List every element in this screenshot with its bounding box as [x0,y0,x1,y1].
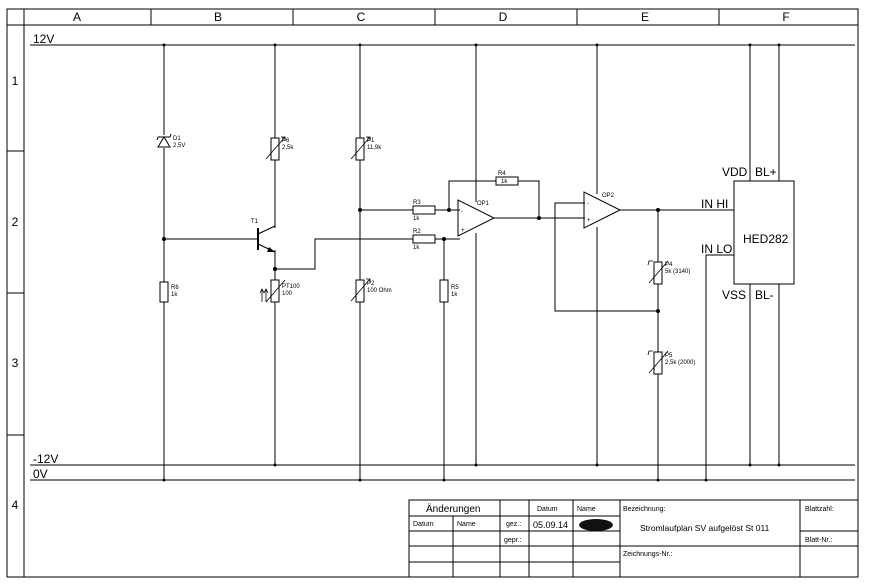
tb-datum-col: Datum [413,521,434,528]
zener-diode-d1: D1 2,5V [156,133,185,149]
d1-name: D1 [173,136,181,142]
r2-name: R2 [413,229,421,235]
potentiometer-p4: P4 5k (3140) [647,260,690,285]
hed-name: HED282 [743,232,789,246]
tb-blattzahl: Blattzahl: [805,506,834,513]
r3-value: 1k [413,216,420,222]
tb-bezeichnung-label: Bezeichnung: [623,506,665,513]
tb-gez-date: 05.09.14 [533,520,568,530]
resistor-r6: R6 1k [159,281,179,303]
rail-label-0v: 0V [33,467,48,481]
tb-gepr: gepr.: [504,537,522,544]
op2-plus: + [587,218,591,224]
column-labels: A B C D E F [73,10,790,24]
r3-name: R3 [413,200,421,206]
potentiometer-p6: P6 2,5k [265,136,294,161]
d1-value: 2,5V [173,143,185,149]
title-block: Änderungen Datum Name Datum Name gez.: g… [408,499,859,578]
opamp-op2: - + OP2 [583,191,622,229]
hed-blminus: BL- [755,288,774,302]
p6-value: 2,5k [282,145,294,151]
column-label: B [214,10,222,24]
p5-name: P5 [665,353,673,359]
tb-bezeichnung: Stromlaufplan SV aufgelöst St 011 [640,523,770,533]
hed-inhi: IN HI [701,197,728,211]
r2-value: 1k [413,245,420,251]
tb-changes: Änderungen [426,503,481,515]
wiring [163,45,780,480]
junction-dots [162,43,781,482]
redacted-name [579,519,613,531]
row-label: 2 [12,215,19,229]
hed-blplus: BL+ [755,165,777,179]
resistor-r3: R3 1k [412,200,436,222]
row-labels: 1 2 3 4 [12,74,19,512]
potentiometer-p2: P2 100 Ohm [350,278,392,303]
sensor-pt100: PT100 100 [259,279,300,303]
tb-gez: gez.: [506,521,521,528]
p6-name: P6 [282,138,290,144]
p5-value: 2,5k (2000) [665,360,695,366]
rail-label-12v: 12V [33,32,54,46]
r4-value: 1k [501,179,508,185]
pt100-value: 100 [282,291,293,297]
row-label: 3 [12,356,19,370]
t1-name: T1 [251,219,259,225]
tb-blatt-nr: Blatt-Nr.: [805,537,832,544]
tb-name-col: Name [457,521,476,528]
row-label: 4 [12,498,19,512]
op2-minus: - [587,201,589,207]
op1-plus: + [461,228,465,234]
tb-zeichnungs-nr: Zeichnungs-Nr.: [623,551,672,558]
r6-value: 1k [171,292,178,298]
column-label: A [73,10,81,24]
p4-value: 5k (3140) [665,269,690,275]
column-label: E [641,10,649,24]
op1-name: OP1 [477,201,490,207]
p1-value: 11,9k [367,145,382,151]
op2-name: OP2 [602,193,615,199]
tb-datum-hdr: Datum [537,506,558,513]
hed-vss: VSS [722,288,746,302]
p2-value: 100 Ohm [367,288,392,294]
potentiometer-p5: P5 2,5k (2000) [647,350,695,375]
supply-rails: 12V -12V 0V [30,32,855,481]
resistor-r2: R2 1k [412,229,436,251]
resistor-r4: R4 1k [495,171,519,186]
tb-name-hdr: Name [577,506,596,513]
resistor-r5: R5 1k [439,279,459,303]
r6-name: R6 [171,285,179,291]
p1-name: P1 [367,138,375,144]
opamp-op1: - + OP1 [457,199,496,237]
potentiometer-p1: P1 11,9k [350,136,382,161]
p2-name: P2 [367,281,375,287]
pt100-name: PT100 [282,284,300,290]
column-label: D [499,10,508,24]
row-label: 1 [12,74,19,88]
column-label: F [782,10,789,24]
p4-name: P4 [665,262,673,268]
transistor-t1: T1 [251,219,276,253]
rail-label-neg12v: -12V [33,452,58,466]
r5-value: 1k [451,292,458,298]
r4-name: R4 [498,171,506,177]
column-label: C [357,10,366,24]
display-module-hed282: HED282 VDD BL+ IN HI IN LO VSS BL- [701,165,795,302]
hed-vdd: VDD [722,165,748,179]
op1-minus: - [461,209,463,215]
hed-inlo: IN LO [701,242,732,256]
r5-name: R5 [451,285,459,291]
